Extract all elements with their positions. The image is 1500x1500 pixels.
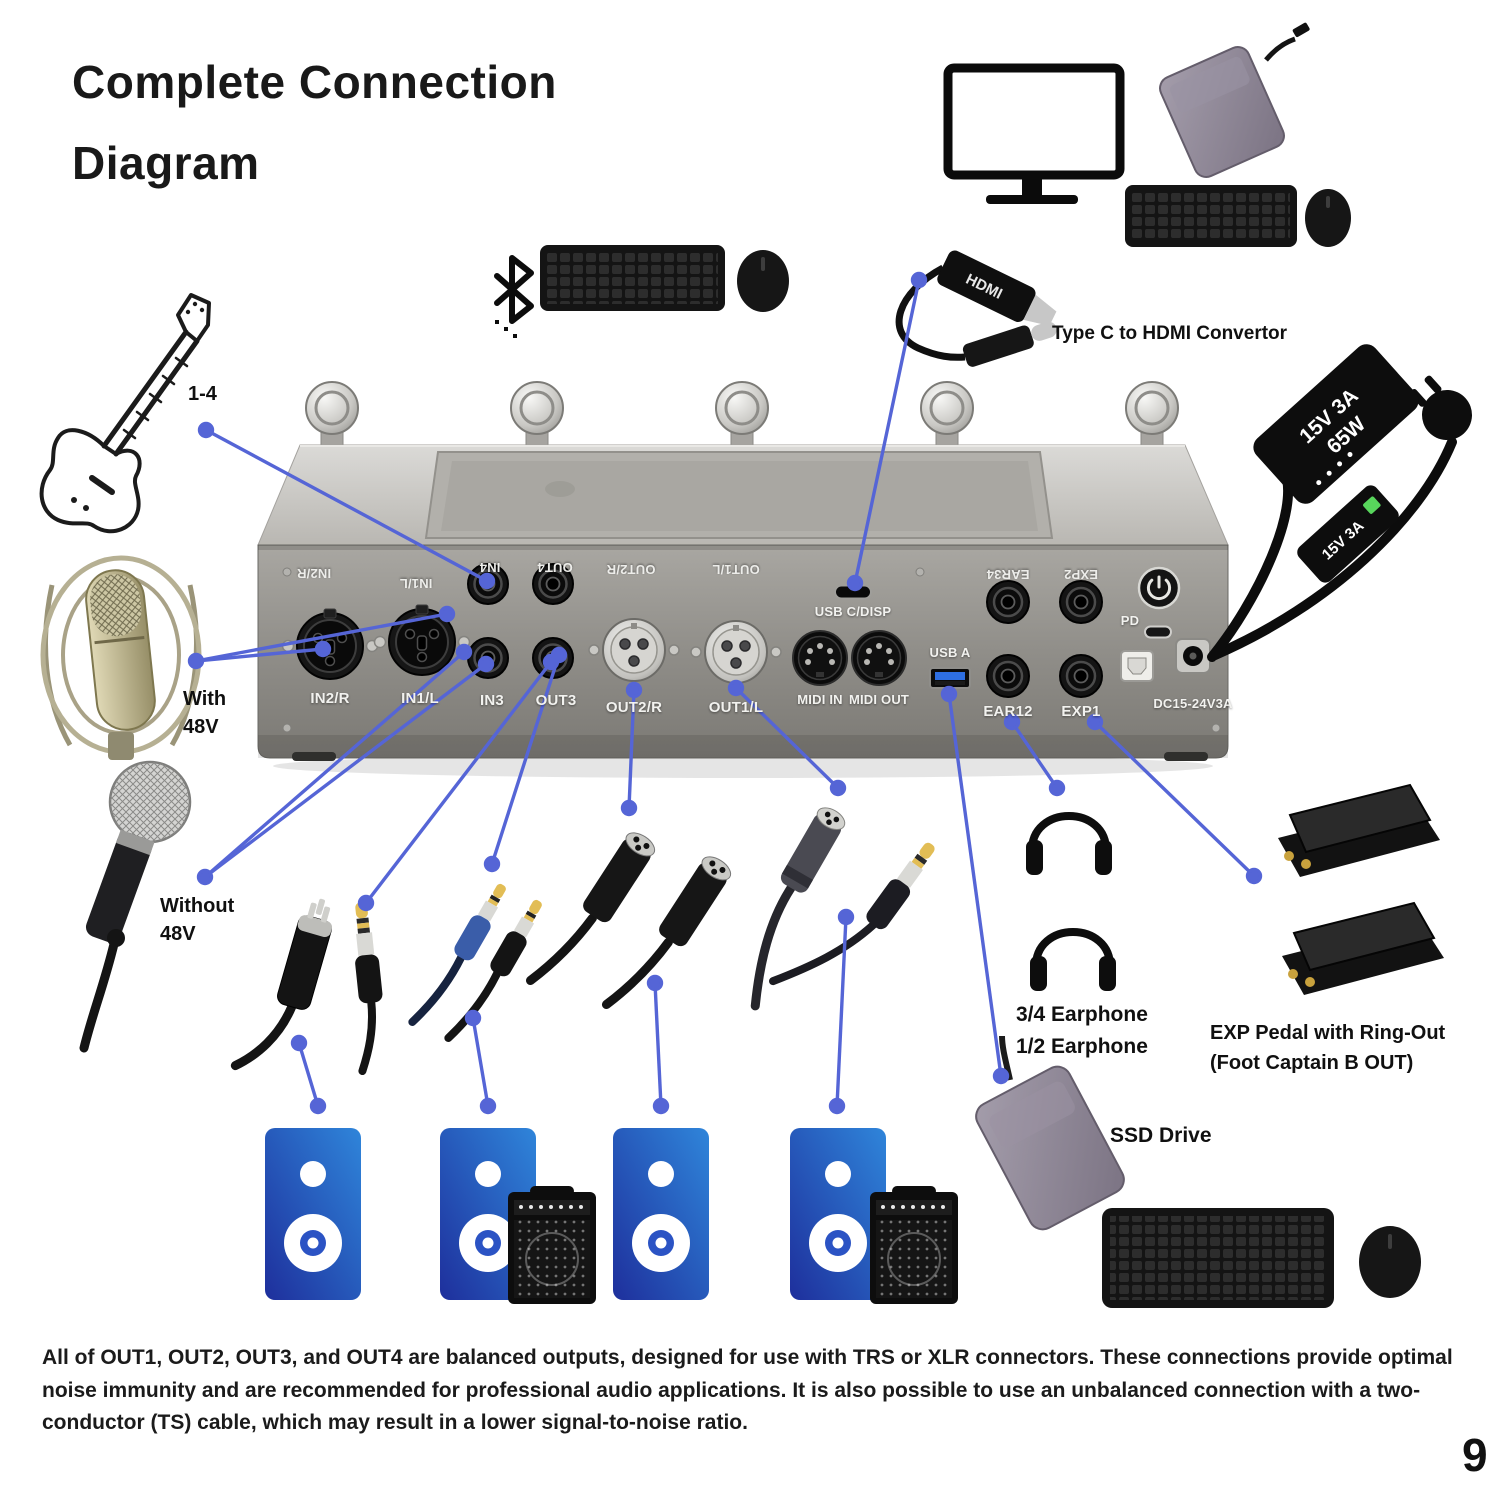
with-48v-label-line1: With [183, 688, 227, 710]
connection-lines [187, 271, 1263, 1115]
port-label-usbc-disp: USB C/DISP [814, 604, 892, 619]
port-midi-out [851, 630, 907, 686]
exp-pedal-icon [1281, 902, 1445, 996]
page-number: 9 [1462, 1429, 1488, 1481]
port-usb-b [1120, 650, 1154, 682]
port-label-out3: OUT3 [535, 692, 577, 709]
keyboard-icon [540, 245, 725, 311]
title-line-2: Diagram [72, 136, 260, 189]
guitar-inputs-label: 1-4 [188, 383, 217, 405]
without-48v-label-line1: Without [160, 895, 235, 917]
port-exp2-jack [1059, 580, 1103, 624]
port-usbc-pd [1144, 625, 1172, 639]
port-label-out4-top: OUT4 [537, 560, 573, 575]
studio-monitor-icon [613, 1128, 709, 1300]
with-48v-label-line2: 48V [183, 716, 219, 738]
port-label-out2r: OUT2/R [605, 699, 663, 716]
port-label-in3: IN3 [480, 692, 504, 709]
port-midi-in [792, 630, 848, 686]
exp-pedal-label-line2: (Foot Captain B OUT) [1210, 1052, 1414, 1074]
port-label-usb-a: USB A [929, 645, 971, 660]
port-label-exp2-top: EXP2 [1063, 567, 1099, 582]
bluetooth-icon [494, 255, 534, 338]
port-ear12-jack [986, 654, 1030, 698]
xlr-cable-icon [230, 898, 333, 1071]
headphones-icon [1026, 816, 1112, 875]
monitor-icon [943, 63, 1125, 204]
port-label-ear12: EAR12 [983, 703, 1033, 720]
footswitch-knob [920, 381, 974, 453]
headphones-icon [1030, 932, 1116, 991]
footer-note: All of OUT1, OUT2, OUT3, and OUT4 are ba… [42, 1346, 1453, 1435]
keyboard-icon [1102, 1208, 1334, 1308]
title-line-1: Complete Connection [72, 56, 557, 108]
port-label-midi-in: MIDI IN [797, 692, 843, 707]
port-label-out1l: OUT1/L [708, 699, 764, 716]
port-dc-power [1175, 638, 1211, 674]
without-48v-label-line2: 48V [160, 923, 196, 945]
footswitch-knob [305, 381, 359, 453]
mouse-icon [1305, 189, 1351, 247]
footswitch-knob [510, 381, 564, 453]
port-label-exp1: EXP1 [1061, 703, 1101, 720]
xlr-trs-cable-icon [750, 807, 935, 1011]
footswitch-knob [715, 381, 769, 453]
studio-monitor-icon [265, 1128, 361, 1300]
hdmi-converter-label: Type C to HDMI Convertor [1052, 323, 1288, 344]
port-label-ear34-top: EAR34 [986, 567, 1030, 582]
effects-processor-device [257, 381, 1229, 778]
port-label-in1l-top: IN1/L [399, 576, 433, 591]
port-label-in1l: IN1/L [401, 690, 439, 707]
port-out2r-xlr [588, 618, 680, 682]
power-adapter-icon: 15V 3A 65W [1253, 344, 1419, 504]
port-label-out2r-top: OUT2/R [606, 562, 656, 577]
footswitch-knob [1125, 381, 1179, 453]
ssd-top-icon [1159, 22, 1310, 179]
mouse-icon [1359, 1226, 1421, 1298]
hdmi-converter-icon: HDMI [895, 250, 1057, 367]
condenser-mic-icon [40, 555, 202, 760]
guitar-icon [39, 293, 211, 534]
exp-pedal-label-line1: EXP Pedal with Ring-Out [1210, 1022, 1446, 1044]
trs-cable-icon [355, 902, 383, 1076]
power-button [1137, 566, 1181, 610]
port-out4-jack [532, 563, 574, 605]
port-label-midi-out: MIDI OUT [848, 692, 910, 707]
port-label-dc-power: DC15-24V3A [1153, 696, 1233, 711]
earphone-34-label: 3/4 Earphone [1016, 1003, 1148, 1026]
mouse-icon [737, 250, 789, 312]
port-label-in2r-top: IN2/R [296, 566, 332, 581]
port-exp1-jack [1059, 654, 1103, 698]
dynamic-mic-icon [79, 760, 192, 1053]
keyboard-icon [1125, 185, 1297, 247]
ssd-drive-icon [975, 1035, 1125, 1231]
port-usb-a [929, 667, 971, 689]
guitar-amp-icon [507, 1185, 597, 1305]
earphone-12-label: 1/2 Earphone [1016, 1035, 1148, 1058]
port-out1l-xlr [690, 620, 782, 684]
guitar-amp-icon [869, 1185, 959, 1305]
trs-pair-cable-icon [408, 883, 542, 1042]
port-label-in2r: IN2/R [310, 690, 350, 707]
ssd-drive-label: SSD Drive [1110, 1124, 1212, 1147]
exp-pedal-icon [1277, 784, 1441, 878]
page-title: Complete Connection Diagram [72, 42, 557, 203]
port-label-in4-top: IN4 [479, 560, 501, 575]
xlr-pair-cable-icon [525, 832, 732, 1010]
port-ear34-jack [986, 580, 1030, 624]
port-label-out1l-top: OUT1/L [712, 562, 760, 577]
hdmi-cable [895, 264, 966, 361]
port-label-pd: PD [1120, 613, 1140, 628]
